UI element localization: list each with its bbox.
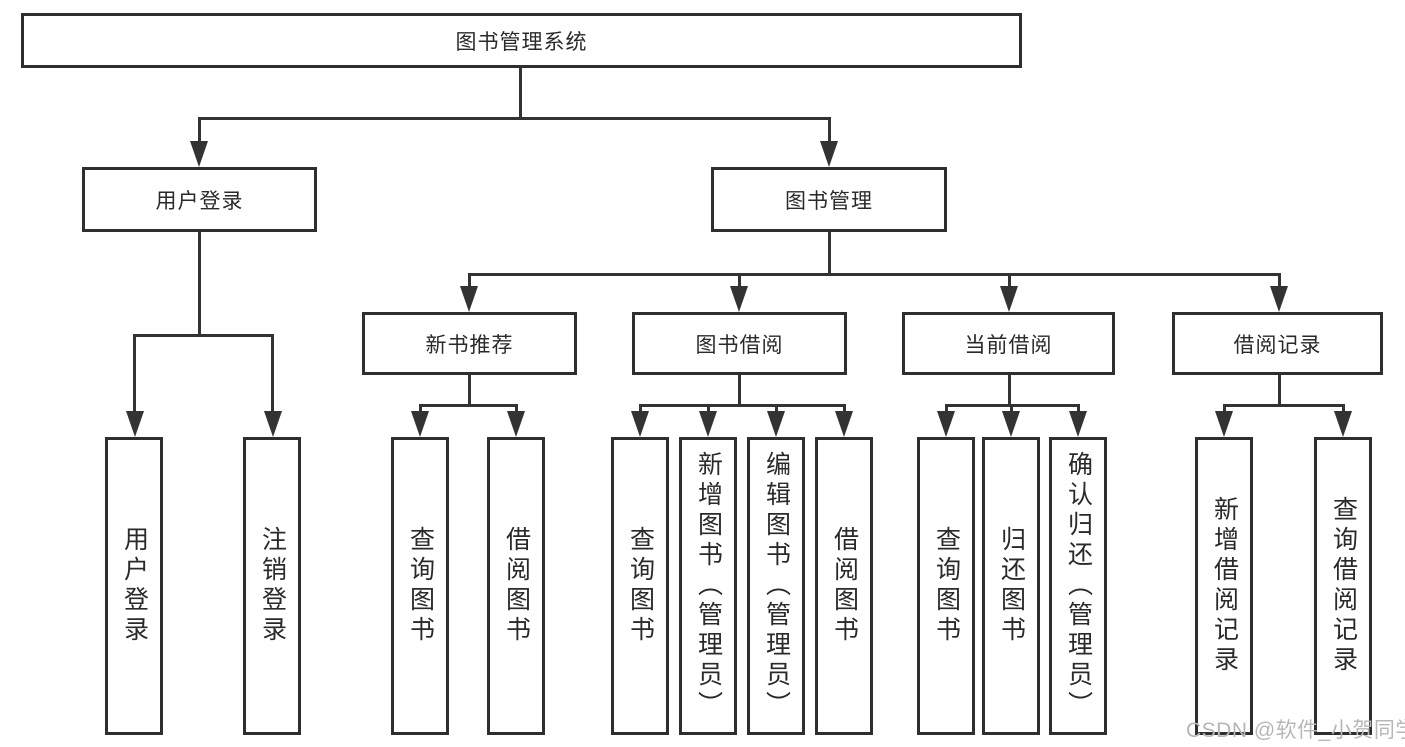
connector-line [639, 404, 642, 413]
arrow-down-icon [730, 286, 748, 312]
connector-line [1278, 273, 1281, 288]
arrow-down-icon [1002, 411, 1020, 437]
csdn-watermark: CSDN @软件_小贺同学 [1186, 719, 1405, 742]
node-user-login-branch-label: 用户登录 [155, 189, 244, 213]
connector-line [1077, 404, 1080, 413]
connector-line [1342, 404, 1345, 413]
node-book-borrow: 图书借阅 [632, 312, 847, 375]
connector-line [828, 117, 831, 143]
node-root: 图书管理系统 [21, 13, 1022, 68]
connector-line [198, 117, 831, 120]
node-leaf-confirm-return-admin-label: 确认归还（管理员） [1064, 451, 1093, 721]
arrow-down-icon [1069, 411, 1087, 437]
arrow-down-icon [631, 411, 649, 437]
node-leaf-query-borrow-record-label: 查询借阅记录 [1329, 496, 1358, 676]
arrow-down-icon [835, 411, 853, 437]
connector-line [1223, 404, 1226, 413]
arrow-down-icon [1000, 286, 1018, 312]
arrow-down-icon [190, 141, 208, 167]
connector-line [271, 334, 274, 413]
arrow-down-icon [411, 411, 429, 437]
connector-line [1008, 375, 1011, 406]
connector-line [468, 273, 471, 288]
node-leaf-borrow-book-label: 借阅图书 [830, 526, 859, 646]
node-leaf-return-book-label: 归还图书 [997, 526, 1026, 646]
node-leaf-borrow-book: 借阅图书 [815, 437, 873, 735]
node-book-mgmt-branch: 图书管理 [711, 167, 947, 232]
arrow-down-icon [126, 411, 144, 437]
node-current-borrow-label: 当前借阅 [964, 333, 1053, 357]
node-leaf-edit-book-admin: 编辑图书（管理员） [747, 437, 805, 735]
node-current-borrow: 当前借阅 [902, 312, 1115, 375]
connector-line [515, 404, 518, 413]
arrow-down-icon [507, 411, 525, 437]
arrow-down-icon [1215, 411, 1233, 437]
node-book-mgmt-branch-label: 图书管理 [785, 189, 873, 213]
node-leaf-current-query-book-label: 查询图书 [932, 526, 961, 646]
node-user-login-branch: 用户登录 [82, 167, 317, 232]
arrow-down-icon [264, 411, 282, 437]
connector-line [198, 117, 201, 143]
arrow-down-icon [820, 141, 838, 167]
node-leaf-add-borrow-record-label: 新增借阅记录 [1210, 496, 1239, 676]
node-leaf-query-borrow-record: 查询借阅记录 [1314, 437, 1372, 735]
connector-line [1223, 404, 1345, 407]
arrow-down-icon [460, 286, 478, 312]
node-root-label: 图书管理系统 [455, 30, 588, 54]
connector-line [468, 375, 471, 406]
node-book-borrow-label: 图书借阅 [695, 333, 784, 357]
connector-line [775, 404, 778, 413]
connector-line [468, 273, 1281, 276]
node-new-book-rec: 新书推荐 [362, 312, 577, 375]
arrow-down-icon [767, 411, 785, 437]
node-leaf-add-book-admin: 新增图书（管理员） [679, 437, 737, 735]
node-leaf-add-book-admin-label: 新增图书（管理员） [694, 451, 723, 721]
node-leaf-user-login: 用户登录 [105, 437, 163, 735]
connector-line [419, 404, 422, 413]
node-leaf-borrow-query-book-label: 查询图书 [626, 526, 655, 646]
connector-line [639, 404, 846, 407]
connector-line [1010, 404, 1013, 413]
node-new-book-rec-label: 新书推荐 [425, 333, 514, 357]
arrow-down-icon [937, 411, 955, 437]
connector-line [945, 404, 948, 413]
connector-line [738, 273, 741, 288]
connector-line [133, 334, 274, 337]
node-leaf-rec-borrow-book: 借阅图书 [487, 437, 545, 735]
connector-line [133, 334, 136, 413]
node-leaf-rec-borrow-book-label: 借阅图书 [502, 526, 531, 646]
node-leaf-logout: 注销登录 [243, 437, 301, 735]
node-leaf-borrow-query-book: 查询图书 [611, 437, 669, 735]
arrow-down-icon [1334, 411, 1352, 437]
connector-line [519, 68, 522, 119]
node-leaf-current-query-book: 查询图书 [917, 437, 975, 735]
connector-line [828, 232, 831, 275]
connector-line [198, 232, 201, 337]
connector-line [843, 404, 846, 413]
node-leaf-confirm-return-admin: 确认归还（管理员） [1049, 437, 1107, 735]
connector-line [419, 404, 518, 407]
node-leaf-rec-query-book: 查询图书 [391, 437, 449, 735]
connector-line [1008, 273, 1011, 288]
node-leaf-logout-label: 注销登录 [258, 526, 287, 646]
connector-line [738, 375, 741, 406]
node-leaf-add-borrow-record: 新增借阅记录 [1195, 437, 1253, 735]
connector-line [707, 404, 710, 413]
node-borrow-record: 借阅记录 [1172, 312, 1383, 375]
connector-line [1278, 375, 1281, 406]
node-borrow-record-label: 借阅记录 [1233, 333, 1322, 357]
arrow-down-icon [1270, 286, 1288, 312]
node-leaf-return-book: 归还图书 [982, 437, 1040, 735]
arrow-down-icon [699, 411, 717, 437]
node-leaf-user-login-label: 用户登录 [120, 526, 149, 646]
node-leaf-edit-book-admin-label: 编辑图书（管理员） [762, 451, 791, 721]
node-leaf-rec-query-book-label: 查询图书 [406, 526, 435, 646]
